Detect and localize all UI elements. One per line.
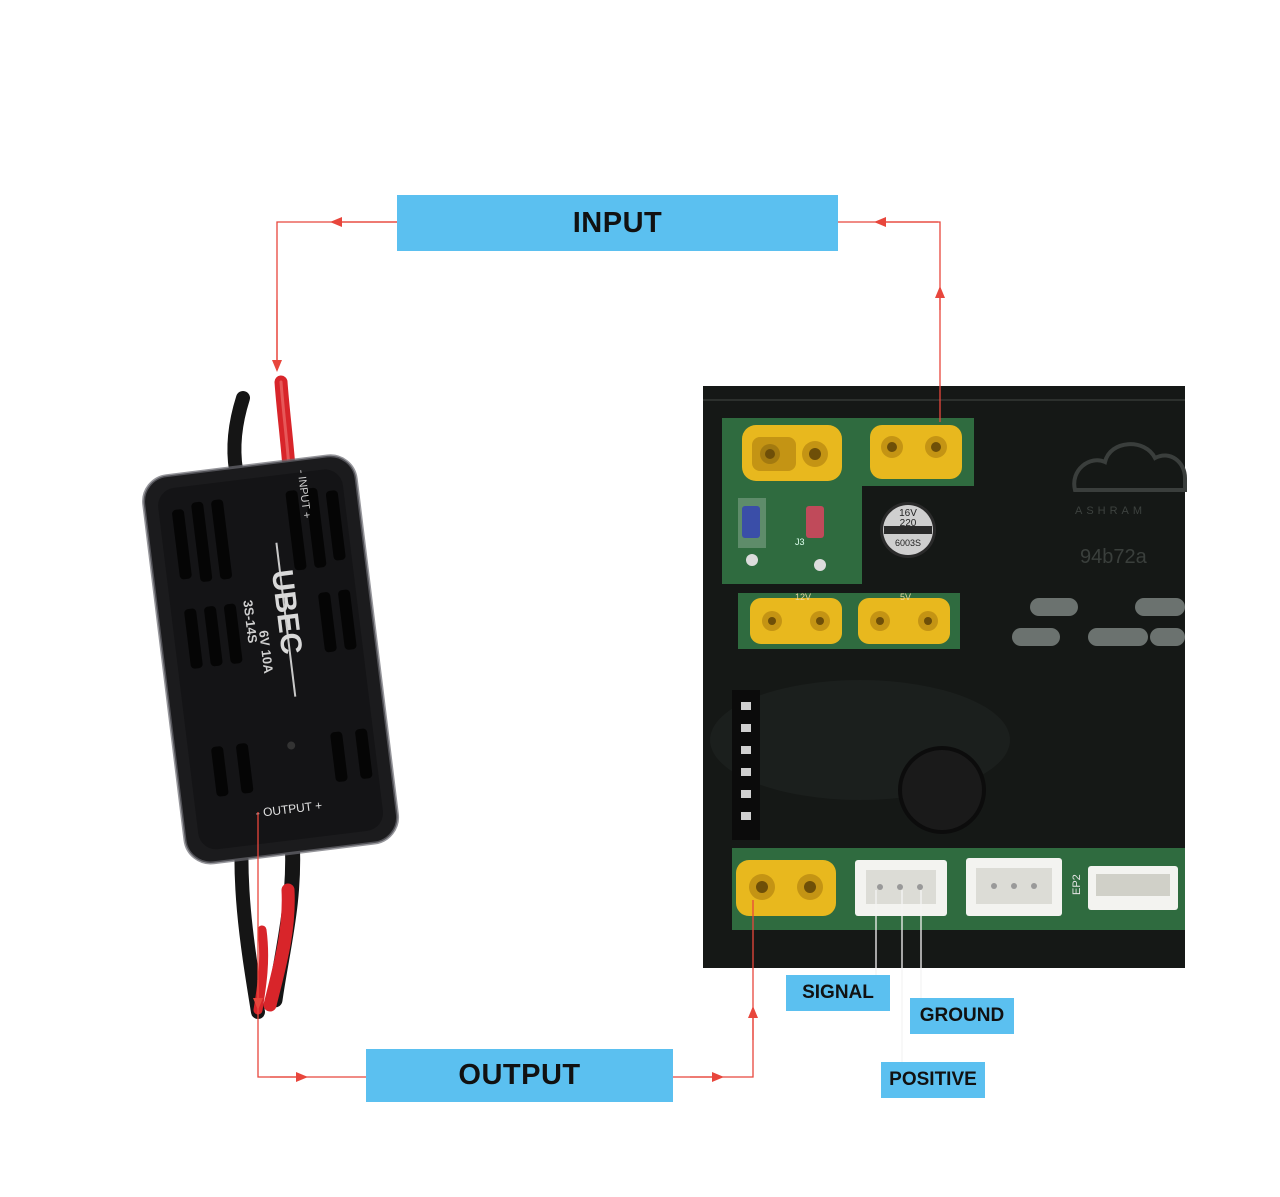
input-line-left [276,221,397,370]
input-label: INPUT [397,195,838,251]
ashram-logo: ASHRAM [1072,442,1187,517]
ubec-spec-output-text: 6V 10A [256,629,276,674]
label-12v: 12V [795,592,811,602]
pin-callout-lines [875,890,922,1064]
label-5v: 5V [900,592,911,602]
svg-text:16V: 16V [899,508,917,519]
jst-connector-1 [855,860,947,916]
jumper-label: J3 [795,537,805,547]
board-id-code: 94b72a [1080,546,1148,568]
board-brand-text: ASHRAM [1075,505,1146,517]
connection-lines [253,217,945,1082]
ubec-spec-cells-text: 3S-14S [240,599,260,644]
xt30-12v-connector [750,598,842,644]
ubec-input-marking: - INPUT + [295,469,313,519]
output-label: OUTPUT [366,1049,673,1102]
output-line-left [257,812,366,1078]
led-windows [1012,598,1185,646]
xt30-5v-connector [858,598,950,644]
xt60-input-connector-left [742,425,842,481]
ep2-label: EP2 [1071,874,1083,895]
ground-label: GROUND [910,998,1014,1034]
ubec-output-positive-wire [263,883,295,1012]
ubec-module: UBEC 3S-14S 6V 10A - INPUT + - OUTPUT + [142,375,400,1019]
jumper-red [806,506,824,538]
signal-label: SIGNAL [786,975,890,1011]
capacitor: 16V 220 6003S [880,502,936,558]
jst-connector-2 [966,858,1062,916]
ubec-input-negative-wire [227,391,250,477]
svg-text:220: 220 [900,518,917,529]
control-board: J3 16V 220 6003S 12V 5V ASHRAM [703,386,1187,968]
xt30-output-connector [736,860,836,916]
positive-label: POSITIVE [881,1062,985,1098]
input-line-right [838,221,941,422]
jumper-blue [742,506,760,538]
ep2-connector [1088,866,1178,910]
ubec-heatsink-fins [172,487,373,797]
svg-text:6003S: 6003S [895,538,921,548]
xt30-input-connector [870,425,962,479]
